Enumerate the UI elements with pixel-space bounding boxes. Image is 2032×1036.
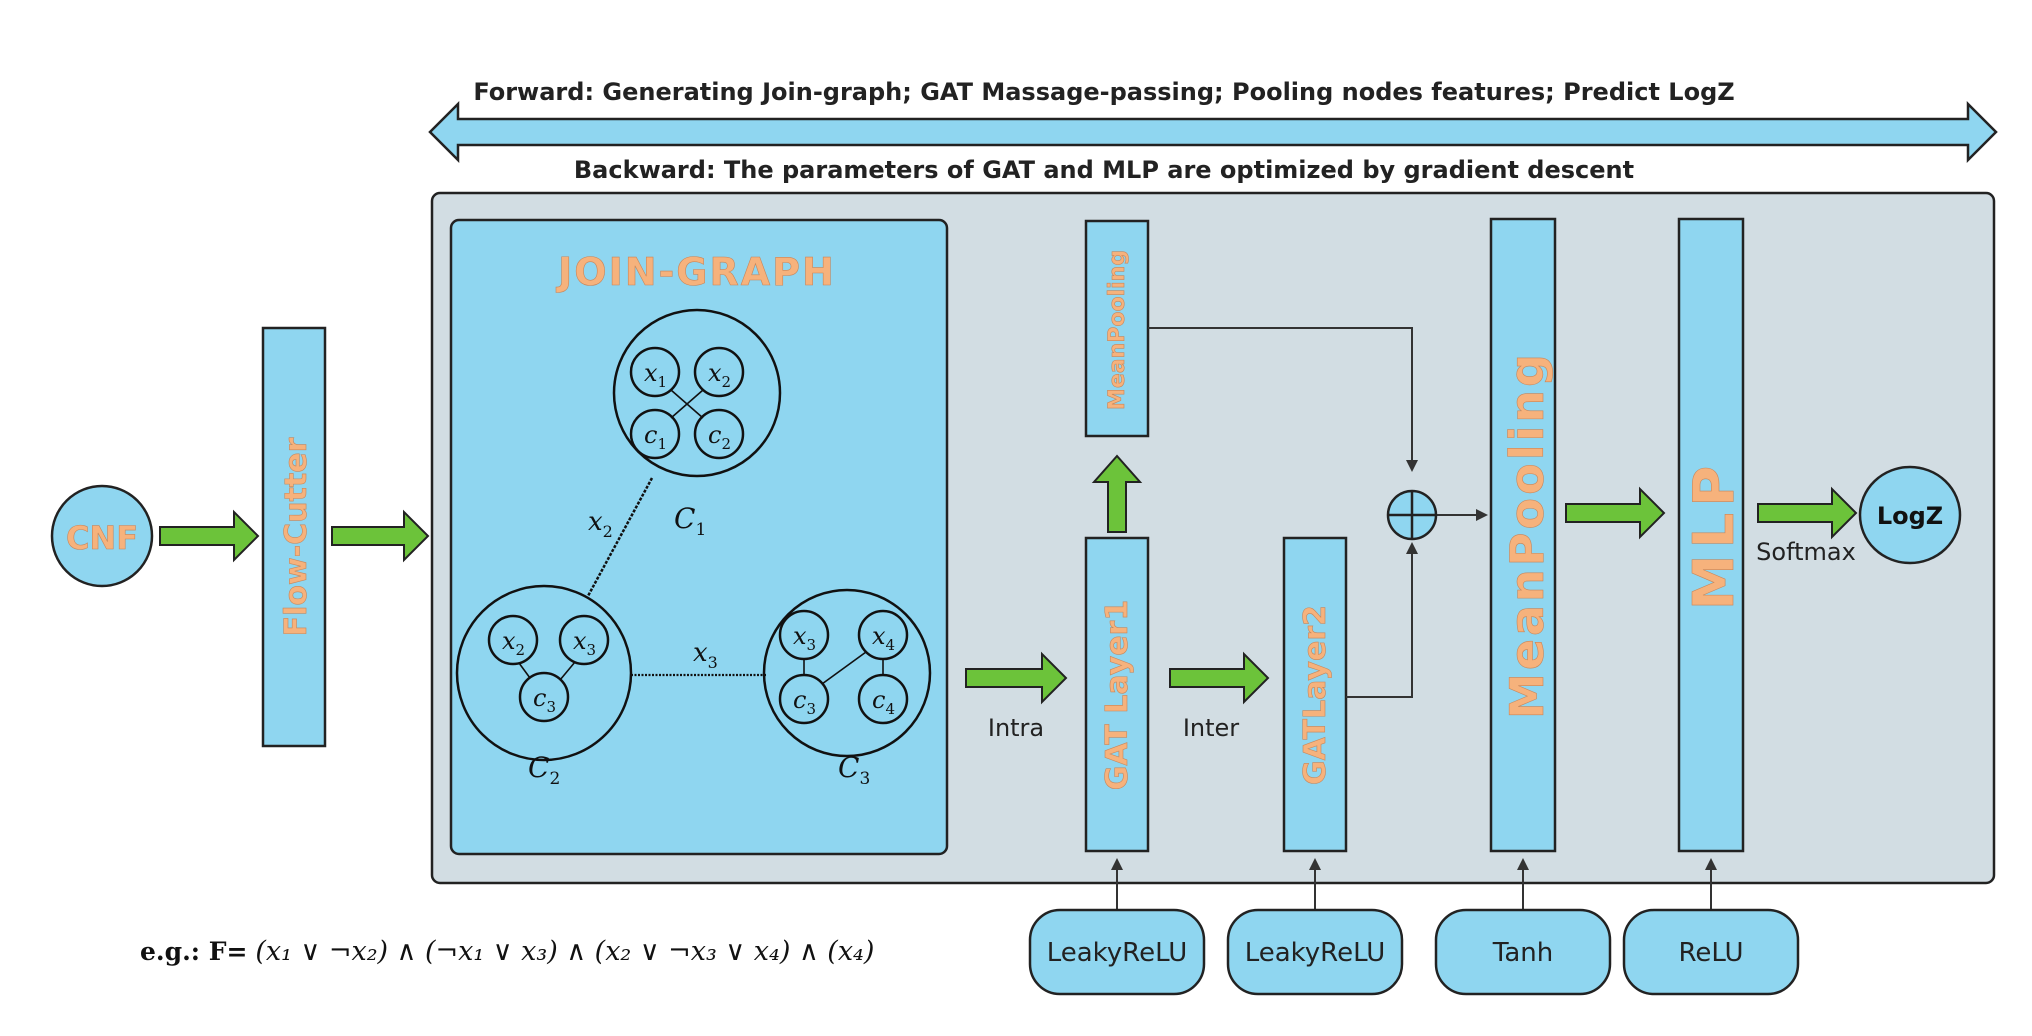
mean-pooling-big-box <box>1489 217 1557 853</box>
mlp-label: MLP <box>1682 460 1747 610</box>
arrow-pool-to-mlp <box>1565 486 1666 540</box>
cnf-node <box>50 484 154 588</box>
forward-backward-arrow <box>428 100 1998 164</box>
label-cluster-c2: C2 <box>528 751 560 789</box>
formula-prefix: e.g.: F= <box>140 937 247 966</box>
label-c3-c3: c3 <box>793 686 816 718</box>
label-c3-c2: c3 <box>533 684 556 716</box>
gat-layer2-label: GATLayer2 <box>1298 605 1333 785</box>
gat-layer2-box <box>1282 536 1348 853</box>
backward-label: Backward: The parameters of GAT and MLP … <box>574 156 1634 184</box>
activation-tanh <box>1434 908 1612 996</box>
label-x1-c1: x1 <box>644 359 667 391</box>
arrow-gat1-to-gat2 <box>1169 651 1270 705</box>
green-arrows <box>159 454 1858 705</box>
arrow-flowcutter-to-graph <box>331 509 430 563</box>
flow-cutter-box <box>261 326 327 748</box>
label-c1-c1: c1 <box>644 421 667 453</box>
logz-label: LogZ <box>1877 502 1943 530</box>
forward-label: Forward: Generating Join-graph; GAT Mass… <box>473 78 1734 106</box>
connectors <box>1148 327 1488 698</box>
arrow-graph-to-gat1 <box>965 651 1068 705</box>
inter-label: Inter <box>1183 714 1239 742</box>
arrow-cnf-to-flowcutter <box>159 509 260 563</box>
gat2-to-sum <box>1346 542 1418 698</box>
join-graph-box <box>449 218 949 856</box>
mean-pooling-small-box <box>1084 219 1150 438</box>
activation-leakyrelu-2 <box>1226 908 1404 996</box>
arrow-mlp-to-logz <box>1757 486 1858 540</box>
activation-connectors <box>1111 858 1717 910</box>
label-x3-c3: x3 <box>793 622 816 654</box>
join-graph-labels: x1 x2 c1 c2 x2 x3 c3 x3 x4 c3 c4 x2 x3 C… <box>502 359 895 789</box>
activation-relu-label: ReLU <box>1678 938 1743 968</box>
example-formula: e.g.: F= (x₁ ∨ ¬x₂) ∧ (¬x₁ ∨ x₃) ∧ (x₂ ∨… <box>140 936 874 967</box>
var-x2-c2 <box>487 614 539 666</box>
label-c4-c3: c4 <box>872 686 895 718</box>
label-x2-c2: x2 <box>502 627 525 659</box>
var-x3-c2 <box>558 614 610 666</box>
flow-cutter-label: Flow-Cutter <box>279 437 314 636</box>
pool-small-to-sum <box>1148 327 1418 472</box>
mean-pooling-small-label: MeanPooling <box>1105 250 1130 410</box>
cluster-c3 <box>762 588 932 758</box>
join-graph-content <box>455 308 932 762</box>
mlp-box <box>1677 217 1745 853</box>
clause-c1 <box>629 408 681 460</box>
join-graph-title: JOIN-GRAPH <box>555 250 836 294</box>
label-x3-c2: x3 <box>573 627 596 659</box>
label-sep-x2: x2 <box>588 507 613 541</box>
cluster-c1 <box>612 308 782 478</box>
var-x1-c1 <box>629 346 681 398</box>
logz-node <box>1858 465 1962 565</box>
label-cluster-c1: C1 <box>674 502 706 540</box>
intra-label: Intra <box>988 714 1044 742</box>
activation-tanh-label: Tanh <box>1492 938 1553 968</box>
label-cluster-c3: C3 <box>838 751 870 789</box>
arrow-gat1-to-pool <box>1091 454 1143 533</box>
label-x2-c1: x2 <box>708 359 731 391</box>
clause-c2 <box>693 408 745 460</box>
cluster-c2 <box>455 584 633 762</box>
formula-body: (x₁ ∨ ¬x₂) ∧ (¬x₁ ∨ x₃) ∧ (x₂ ∨ ¬x₃ ∨ x₄… <box>255 936 874 967</box>
sum-node <box>1386 489 1438 541</box>
label-sep-x3: x3 <box>693 638 718 672</box>
activation-pills: LeakyReLU LeakyReLU Tanh ReLU <box>1028 908 1800 996</box>
gat-layer1-label: GAT Layer1 <box>1100 600 1135 790</box>
activation-relu <box>1622 908 1800 996</box>
var-x2-c1 <box>693 346 745 398</box>
softmax-label: Softmax <box>1756 538 1856 566</box>
label-c2-c1: c2 <box>708 421 731 453</box>
cnf-label: CNF <box>66 519 138 557</box>
activation-leakyrelu-2-label: LeakyReLU <box>1245 938 1386 968</box>
activation-leakyrelu-1 <box>1028 908 1206 996</box>
mean-pooling-big-label: MeanPooling <box>1500 351 1554 719</box>
gat-layer1-box <box>1084 536 1150 853</box>
activation-leakyrelu-1-label: LeakyReLU <box>1047 938 1188 968</box>
clause-c3-c2 <box>518 671 570 723</box>
label-x4-c3: x4 <box>872 622 895 654</box>
